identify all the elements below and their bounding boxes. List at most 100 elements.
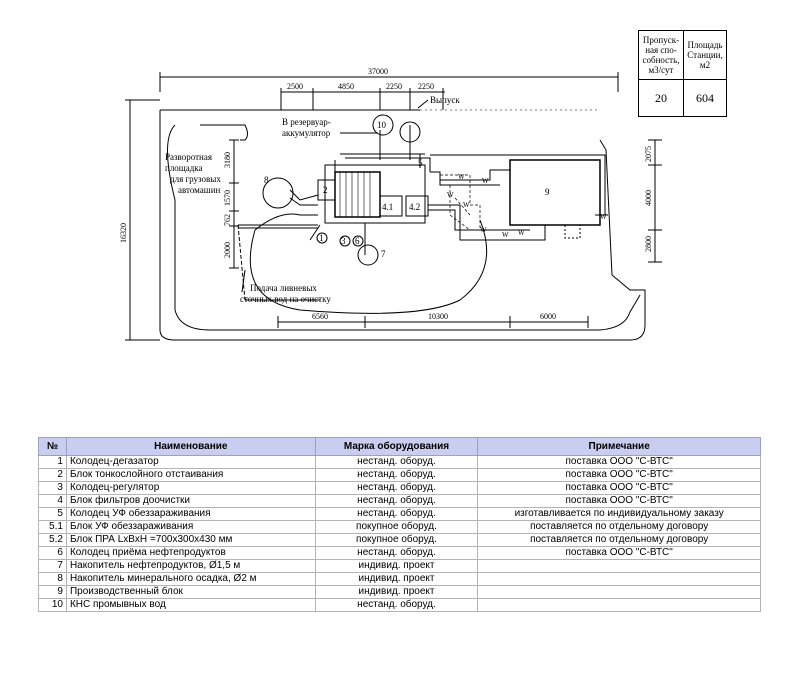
header-note: Примечание xyxy=(477,437,761,456)
row-mark: нестанд. оборуд. xyxy=(314,598,479,612)
marker-5: 5 xyxy=(418,158,423,168)
row-name: Накопитель минерального осадка, Ø2 м xyxy=(65,572,316,586)
kns-10 xyxy=(372,114,394,136)
header-number: № xyxy=(38,437,67,456)
dim-10300: 10300 xyxy=(428,312,448,321)
row-number: 9 xyxy=(38,585,67,599)
label-supply-2: сточных вод на очистку xyxy=(240,294,331,304)
marker-7: 7 xyxy=(381,249,386,259)
svg-text:W: W xyxy=(480,226,487,234)
dim-6560: 6560 xyxy=(312,312,328,321)
marker-10: 10 xyxy=(377,120,387,130)
dim-4850: 4850 xyxy=(338,82,354,91)
marker-4-2: 4.2 xyxy=(409,202,420,212)
equipment-zone xyxy=(324,164,426,224)
row-number: 4 xyxy=(38,494,67,508)
capacity-header: Пропуск-ная спо-собность, м3/сут xyxy=(638,30,684,80)
row-number: 1 xyxy=(38,455,67,469)
dim-1570: 1570 xyxy=(223,190,232,206)
row-mark: индивид. проект xyxy=(314,572,479,586)
row-mark: нестанд. оборуд. xyxy=(314,468,479,482)
turning-area xyxy=(167,124,641,331)
dim-2000: 2000 xyxy=(223,242,232,258)
row-number: 10 xyxy=(38,598,67,612)
row-note: поставка ООО "С-ВТС" xyxy=(477,481,761,495)
row-name: Колодец УФ обеззараживания xyxy=(65,507,316,521)
row-note: поставляется по отдельному договору xyxy=(477,520,761,534)
header-name: Наименование xyxy=(65,437,316,456)
label-turning-1: Разворотная xyxy=(165,152,212,162)
row-note xyxy=(477,559,761,573)
row-mark: покупное оборуд. xyxy=(314,520,479,534)
capacity-value: 20 xyxy=(638,79,684,117)
marker-2: 2 xyxy=(323,185,328,195)
dim-2800: 2800 xyxy=(644,236,653,252)
row-mark: нестанд. оборуд. xyxy=(314,507,479,521)
label-turning-4: автомашин xyxy=(178,185,221,195)
marker-4-1: 4.1 xyxy=(382,202,393,212)
row-note: поставляется по отдельному договору xyxy=(477,533,761,547)
row-mark: нестанд. оборуд. xyxy=(314,546,479,560)
dim-total-width: 37000 xyxy=(368,67,388,76)
row-note xyxy=(477,585,761,599)
row-mark: нестанд. оборуд. xyxy=(314,494,479,508)
dim-2075: 2075 xyxy=(644,146,653,162)
label-reservoir-1: В резервуар- xyxy=(282,117,331,127)
row-name: Накопитель нефтепродуктов, Ø1,5 м xyxy=(65,559,316,573)
table-header-row: № Наименование Марка оборудования Примеч… xyxy=(38,437,761,456)
oil-tank-7 xyxy=(357,244,379,266)
marker-1: 1 xyxy=(319,233,324,243)
row-mark: нестанд. оборуд. xyxy=(314,455,479,469)
row-mark: покупное оборуд. xyxy=(314,533,479,547)
label-outlet: Выпуск xyxy=(430,95,460,105)
row-note xyxy=(477,598,761,612)
row-number: 7 xyxy=(38,559,67,573)
row-number: 5.1 xyxy=(38,520,67,534)
label-turning-2: площадка xyxy=(165,163,203,173)
site-plan: W W W W W W W W 37000 2500 4850 2250 225… xyxy=(119,67,662,341)
row-name: Блок ПРА LxBxH =700x300x430 мм xyxy=(65,533,316,547)
svg-text:W: W xyxy=(447,191,454,199)
dim-4000: 4000 xyxy=(644,190,653,206)
marker-8: 8 xyxy=(264,175,269,185)
row-name: Колодец-дегазатор xyxy=(65,455,316,469)
row-note: поставка ООО "С-ВТС" xyxy=(477,546,761,560)
marker-6: 6 xyxy=(355,236,360,246)
row-number: 2 xyxy=(38,468,67,482)
dim-2500: 2500 xyxy=(287,82,303,91)
dim-762: 762 xyxy=(223,214,232,226)
production-block xyxy=(509,159,601,226)
dim-2250-b: 2250 xyxy=(418,82,434,91)
row-name: Колодец приёма нефтепродуктов xyxy=(65,546,316,560)
row-note: поставка ООО "С-ВТС" xyxy=(477,455,761,469)
svg-text:W: W xyxy=(458,173,465,181)
row-name: Блок фильтров доочистки xyxy=(65,494,316,508)
dim-6000: 6000 xyxy=(540,312,556,321)
svg-text:W: W xyxy=(518,229,525,237)
site-boundary xyxy=(159,110,646,341)
dim-total-height: 16320 xyxy=(119,223,128,243)
svg-text:W: W xyxy=(463,201,470,209)
w-labels: W W W W W W W W xyxy=(447,173,607,239)
row-name: Производственный блок xyxy=(65,585,316,599)
row-mark: индивид. проект xyxy=(314,585,479,599)
row-mark: индивид. проект xyxy=(314,559,479,573)
row-number: 5 xyxy=(38,507,67,521)
row-note: поставка ООО "С-ВТС" xyxy=(477,468,761,482)
row-name: КНС промывных вод xyxy=(65,598,316,612)
row-number: 3 xyxy=(38,481,67,495)
area-value: 604 xyxy=(683,79,727,117)
marker-3: 3 xyxy=(341,236,346,246)
row-number: 5.2 xyxy=(38,533,67,547)
header-mark: Марка оборудования xyxy=(314,437,479,456)
